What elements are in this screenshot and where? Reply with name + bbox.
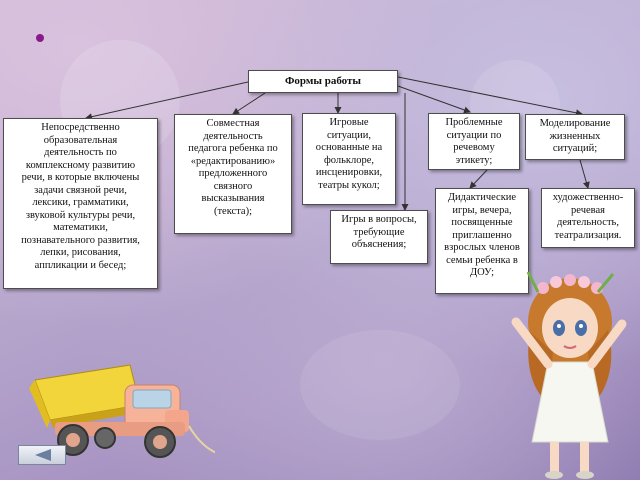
node-artistic-speech: художественно- речевая деятельность, теа…	[541, 188, 635, 248]
node-question-games: Игры в вопросы, требующие объяснения;	[330, 210, 428, 264]
connector-to-n1	[85, 81, 249, 121]
node-life-modeling: Моделирование жизненных ситуаций;	[525, 114, 625, 160]
connector-to-n2	[232, 92, 266, 115]
back-button[interactable]	[18, 445, 66, 465]
toy-truck-illustration	[29, 364, 215, 458]
connector-to-n8	[579, 159, 590, 189]
root-node: Формы работы	[248, 70, 398, 93]
node-problem-situations: Проблемные ситуации по речевому этикету;	[428, 113, 520, 170]
node-joint-activity: Совместная деятельность педагога ребенка…	[174, 114, 292, 234]
doll-illustration	[511, 271, 627, 479]
arrow-left-icon	[35, 449, 51, 461]
connector-to-n6	[469, 169, 488, 189]
node-direct-educational-activity: Непосредственно образовательная деятельн…	[3, 118, 158, 289]
node-didactic-games: Дидактические игры, вечера, посвященные …	[435, 188, 529, 294]
node-game-situations: Игровые ситуации, основанные на фольклор…	[302, 113, 396, 205]
connector-to-n5	[397, 85, 471, 114]
connector-to-n7	[397, 76, 583, 117]
bullet-dot	[36, 34, 44, 42]
